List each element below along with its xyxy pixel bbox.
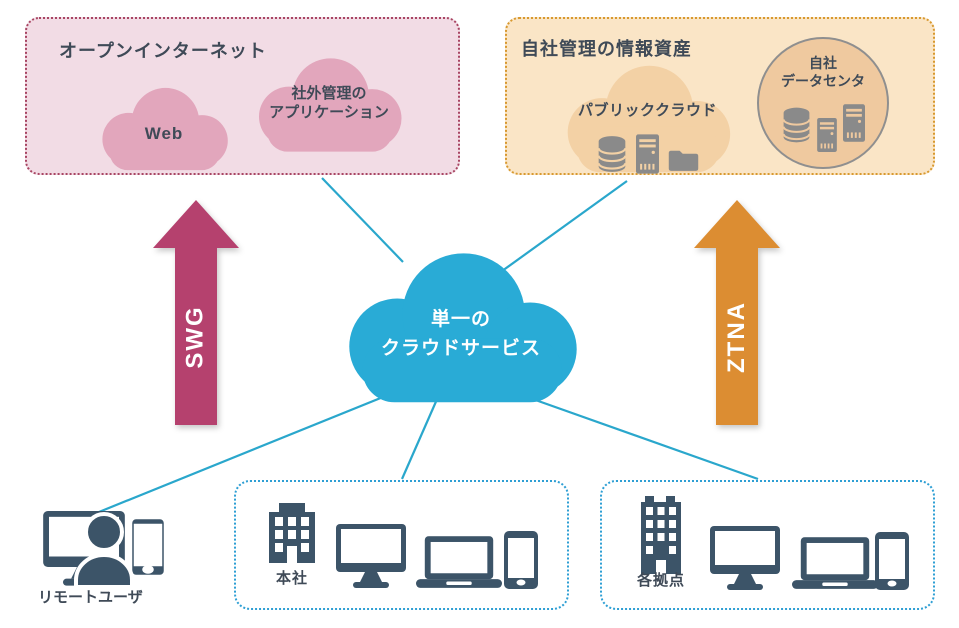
line-cloud-to-hq xyxy=(400,396,440,480)
person-icon xyxy=(74,512,134,587)
branch-label: 各拠点 xyxy=(636,572,685,589)
monitor-icon xyxy=(710,526,780,592)
web-cloud-label: Web xyxy=(144,124,184,143)
public-cloud: パブリッククラウド xyxy=(545,62,750,176)
datacenter-circle: 自社 データセンタ xyxy=(757,37,889,169)
open-internet-box: オープンインターネット Web 社外管理の アプリケーション xyxy=(25,17,460,175)
datacenter-icons xyxy=(759,104,887,152)
branch-box: 各拠点 xyxy=(600,480,935,610)
smartphone-icon xyxy=(131,518,165,576)
folder-icon xyxy=(668,148,699,172)
smartphone-icon xyxy=(504,531,538,589)
central-cloud-label: 単一の クラウドサービス xyxy=(380,309,541,359)
public-cloud-label: パブリッククラウド xyxy=(578,102,717,119)
up-arrow-icon xyxy=(694,200,780,425)
own-assets-title: 自社管理の情報資産 xyxy=(521,39,692,59)
remote-user-label: リモートユーザ xyxy=(38,589,143,606)
server-icon xyxy=(843,104,865,142)
datacenter-label: 自社 データセンタ xyxy=(781,55,865,89)
laptop-icon xyxy=(792,537,878,590)
server-icon xyxy=(817,118,837,152)
server-icon xyxy=(636,134,659,174)
database-icon xyxy=(782,106,811,144)
smartphone-icon xyxy=(875,532,909,590)
external-apps-cloud: 社外管理の アプリケーション xyxy=(243,55,415,155)
remote-user-icon xyxy=(43,511,165,587)
laptop-icon xyxy=(416,536,502,589)
central-cloud: 単一の クラウドサービス xyxy=(328,248,594,400)
tall-building-icon xyxy=(638,496,684,574)
external-apps-cloud-label: 社外管理の アプリケーション xyxy=(269,85,389,121)
hq-box: 本社 xyxy=(234,480,569,610)
database-icon xyxy=(597,134,627,174)
ztna-arrow: ZTNA xyxy=(692,200,782,425)
swg-arrow-label: SWG xyxy=(181,304,209,369)
up-arrow-icon xyxy=(153,200,239,425)
hq-label: 本社 xyxy=(275,570,308,587)
ztna-arrow-label: ZTNA xyxy=(722,300,750,373)
own-assets-box: 自社管理の情報資産 パブリッククラウド 自社 データセンタ xyxy=(505,17,935,175)
swg-arrow: SWG xyxy=(151,200,241,425)
web-cloud: Web xyxy=(90,85,238,173)
open-internet-title: オープンインターネット xyxy=(59,41,267,61)
public-cloud-icons xyxy=(545,134,750,174)
monitor-icon xyxy=(336,524,406,590)
building-icon xyxy=(266,503,318,563)
